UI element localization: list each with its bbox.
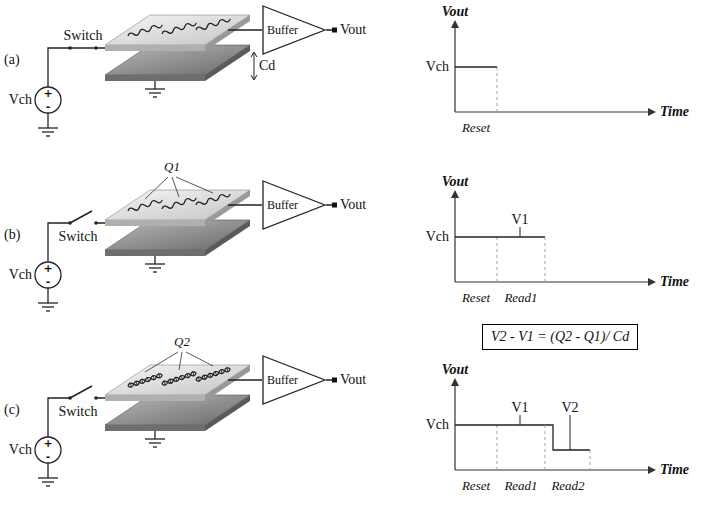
label: Switch (59, 404, 98, 419)
label: Vch (426, 59, 449, 74)
label: Switch (59, 229, 98, 244)
buffer-amplifier: Buffer (262, 180, 326, 230)
label: - (46, 451, 51, 463)
label: Reset (462, 479, 490, 493)
label: V2 (561, 400, 578, 415)
buffer-amplifier: Buffer (262, 355, 326, 405)
label: V1 (511, 212, 528, 227)
label: + (43, 88, 52, 100)
label: Switch (64, 28, 103, 43)
plot-a (451, 20, 656, 116)
label: Vout (340, 22, 366, 37)
node-text: Buffer (267, 373, 298, 388)
circuit-b (35, 177, 337, 311)
label: - (46, 276, 51, 288)
buffer-amplifier: Buffer (262, 5, 326, 55)
label: (b) (4, 227, 20, 242)
label: Vch (426, 229, 449, 244)
node-text: V2 - V1 = (Q2 - Q1)/ Cd (491, 329, 629, 345)
circuit-a (35, 15, 337, 136)
label: Vch (426, 417, 449, 432)
label: Read1 (504, 479, 537, 493)
circuit-c (35, 352, 337, 486)
label: Vout (340, 372, 366, 387)
label: Read2 (551, 479, 584, 493)
label: (c) (4, 402, 20, 417)
label: + (43, 263, 52, 275)
label: Vch (9, 442, 32, 457)
node-text: Buffer (267, 23, 298, 38)
label: Vout (340, 197, 366, 212)
label: (a) (4, 52, 20, 67)
equation-box: V2 - V1 = (Q2 - Q1)/ Cd (482, 324, 638, 350)
label: Time (660, 274, 689, 289)
label: Vch (9, 92, 32, 107)
label: Cd (259, 58, 275, 73)
label: Reset (462, 291, 490, 305)
label: Vout (442, 362, 468, 377)
plot-c (451, 378, 656, 474)
label: Vout (442, 174, 468, 189)
node-text: Buffer (267, 198, 298, 213)
label: V1 (511, 400, 528, 415)
label: Vout (442, 4, 468, 19)
label: Q1 (164, 160, 180, 174)
plot-b (451, 190, 656, 286)
label: Vch (9, 267, 32, 282)
label: Time (660, 104, 689, 119)
label: - (46, 101, 51, 113)
label: Read1 (504, 291, 537, 305)
label: Reset (462, 121, 490, 135)
label: + (43, 438, 52, 450)
label: Time (660, 462, 689, 477)
label: Q2 (174, 335, 190, 349)
